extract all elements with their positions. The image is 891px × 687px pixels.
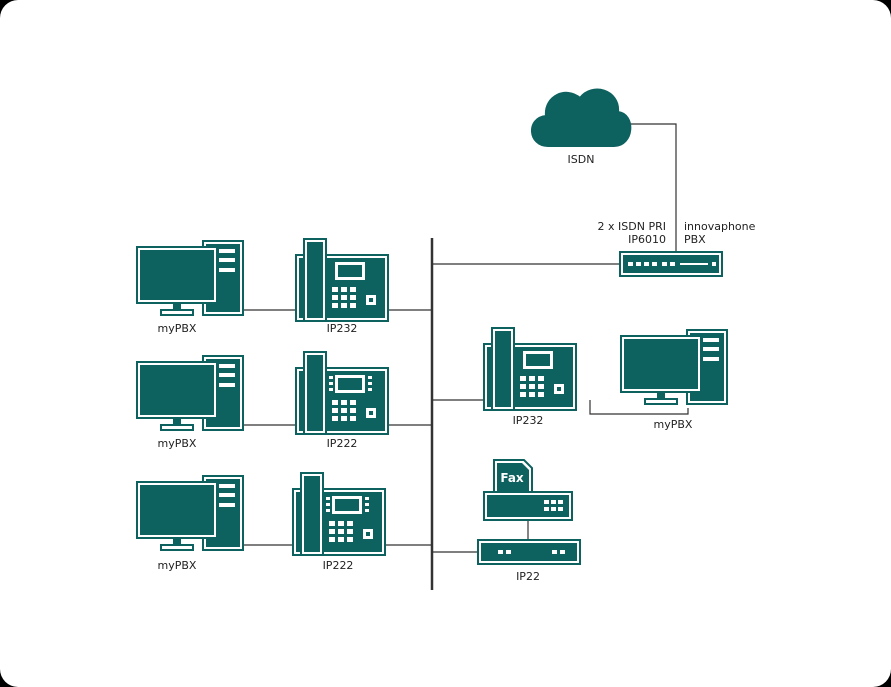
gateway-label-right-1: innovaphone	[684, 220, 756, 233]
right-pc-label: myPBX	[654, 418, 693, 431]
desk-phone-icon	[293, 473, 385, 555]
ip22-label: IP22	[516, 570, 540, 583]
phone-label: IP222	[327, 437, 358, 450]
right-phone-label: IP232	[513, 414, 544, 427]
link-right-pc	[589, 400, 689, 415]
gateway-label-right-2: PBX	[684, 233, 706, 246]
pc-label: myPBX	[158, 437, 197, 450]
cloud-label: ISDN	[568, 153, 595, 166]
pc-label: myPBX	[158, 559, 197, 572]
desk-phone-icon	[296, 352, 388, 434]
pc-icon	[620, 329, 728, 405]
fax-machine-icon	[483, 459, 573, 521]
pc-icon	[136, 240, 244, 316]
desk-phone-icon	[483, 327, 577, 411]
isdn-cloud-icon	[531, 88, 632, 147]
ip6010-gateway-icon	[619, 251, 723, 277]
pc-icon	[136, 475, 244, 551]
phone-label: IP232	[327, 322, 358, 335]
gateway-label-left-1: 2 x ISDN PRI	[598, 220, 666, 233]
desk-phone-icon	[295, 238, 389, 322]
ip22-adapter-icon	[477, 539, 581, 565]
phone-label: IP222	[323, 559, 354, 572]
gateway-label-left-2: IP6010	[628, 233, 666, 246]
connection-lines	[218, 123, 689, 590]
fax-text: Fax	[500, 471, 524, 485]
pc-label: myPBX	[158, 322, 197, 335]
pc-icon	[136, 355, 244, 431]
